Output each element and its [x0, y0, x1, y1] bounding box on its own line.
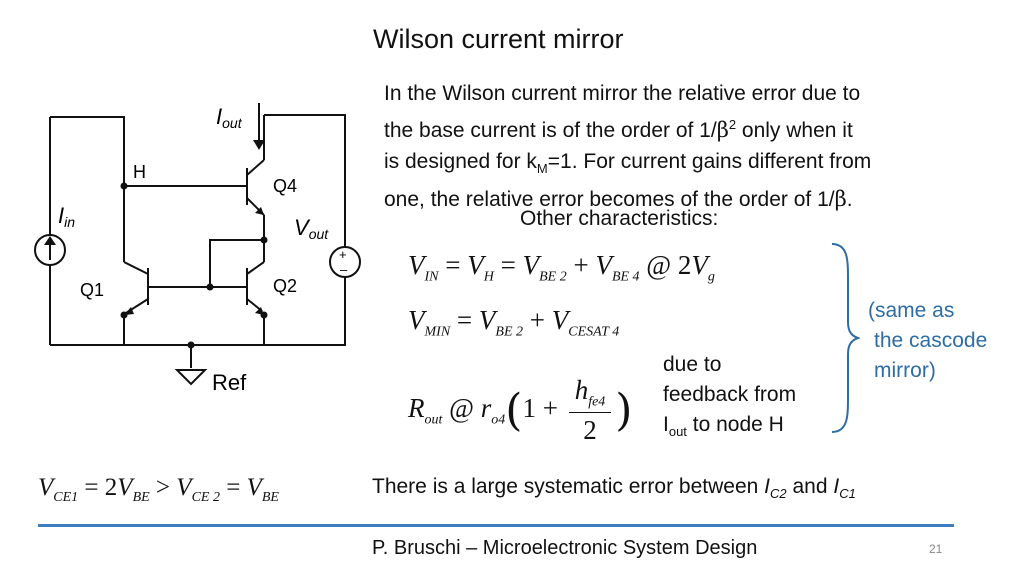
other-characteristics-heading: Other characteristics:	[520, 207, 719, 230]
same-as-cascode-note: (same as the cascode mirror)	[868, 299, 988, 382]
iin-label: Iin	[58, 203, 75, 230]
vout-plus-sign: +	[339, 247, 347, 262]
vout-minus-sign: –	[340, 262, 348, 277]
intro-line-3: is designed for kM=1. For current gains …	[384, 150, 872, 177]
due-to-note: due to feedback from Iout to node H	[663, 353, 797, 440]
vin-equation: VIN = VH = VBE 2 + VBE 4 @ 2Vg	[408, 250, 715, 285]
page-number: 21	[929, 542, 943, 556]
intro-line-1: In the Wilson current mirror the relativ…	[384, 82, 861, 105]
wilson-circuit-diagram: + – Iout H Q4 Iin Vout Q1 Q2 Ref	[34, 103, 361, 395]
q2-label: Q2	[273, 276, 297, 296]
footer-text: P. Bruschi – Microelectronic System Desi…	[372, 537, 758, 559]
curly-brace	[831, 243, 860, 433]
q1-label: Q1	[80, 280, 104, 300]
ref-label: Ref	[212, 370, 247, 395]
intro-line-4: one, the relative error becomes of the o…	[384, 187, 853, 212]
vce-equation: VCE1 = 2VBE > VCE 2 = VBE	[38, 474, 279, 505]
footer-divider	[38, 524, 954, 527]
vmin-equation: VMIN = VBE 2 + VCESAT 4	[408, 305, 620, 340]
intro-line-2: the base current is of the order of 1/β2…	[384, 117, 853, 142]
vout-label: Vout	[294, 215, 329, 242]
slide-title: Wilson current mirror	[373, 24, 624, 54]
q4-label: Q4	[273, 176, 297, 196]
systematic-error-statement: There is a large systematic error betwee…	[372, 475, 856, 502]
node-h-label: H	[133, 162, 146, 182]
iout-label: Iout	[216, 104, 243, 131]
circuit-nodes	[120, 182, 268, 349]
intro-paragraph: In the Wilson current mirror the relativ…	[384, 78, 1004, 215]
